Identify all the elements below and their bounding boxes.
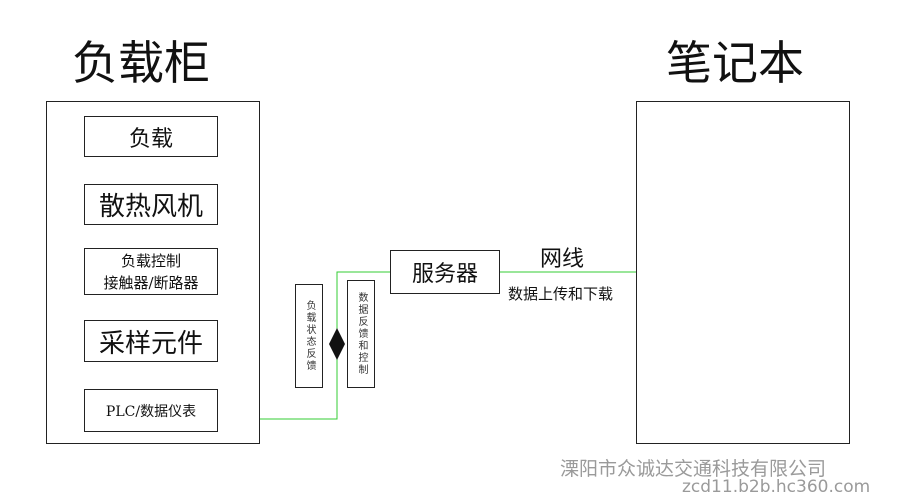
contactor-label-line2: 接触器/断路器 <box>103 273 199 292</box>
laptop-panel <box>636 101 850 444</box>
watermark-company: 溧阳市众诚达交通科技有限公司 <box>560 458 827 480</box>
server-box: 服务器 <box>390 250 500 294</box>
sampler-box: 采样元件 <box>84 320 218 362</box>
plc-box: PLC/数据仪表 <box>84 389 218 432</box>
cabinet-title: 负载柜 <box>72 36 210 90</box>
load-box: 负载 <box>84 116 218 157</box>
contactor-label-line1: 负载控制 <box>120 251 181 270</box>
fan-box: 散热风机 <box>84 184 218 225</box>
data-feedback-box: 数据反馈和控制 <box>347 280 375 388</box>
transfer-label: 数据上传和下载 <box>508 285 614 303</box>
status-feedback-box: 负载状态反馈 <box>295 284 323 388</box>
diamond-marker-feedback <box>329 328 345 360</box>
watermark-site: zcd11.b2b.hc360.com <box>682 477 871 497</box>
laptop-title: 笔记本 <box>666 36 804 90</box>
cable-label: 网线 <box>540 247 585 272</box>
contactor-box: 负载控制 接触器/断路器 <box>84 248 218 295</box>
